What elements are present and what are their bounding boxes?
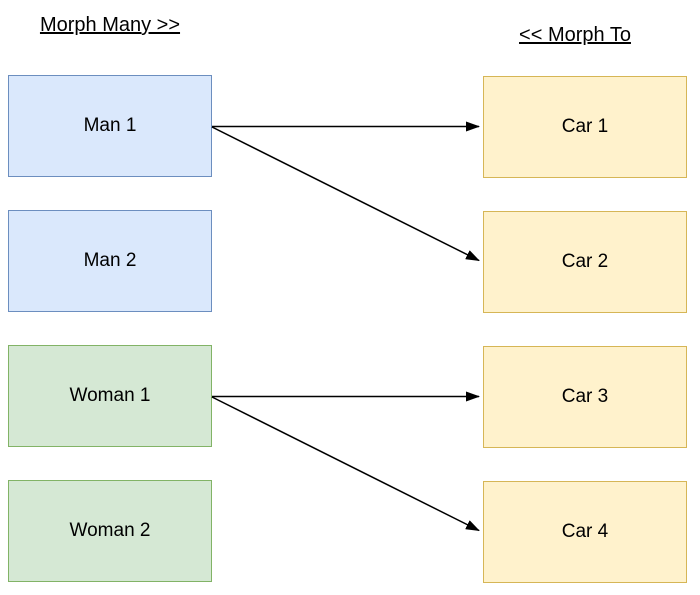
node-man-1: Man 1 <box>8 75 212 177</box>
node-woman-1: Woman 1 <box>8 345 212 447</box>
node-label: Car 1 <box>561 116 609 137</box>
node-label: Car 2 <box>561 251 609 272</box>
node-woman-2: Woman 2 <box>8 480 212 582</box>
edge-man1-car2 <box>211 126 480 262</box>
node-car-3: Car 3 <box>483 346 687 448</box>
node-man-2: Man 2 <box>8 210 212 312</box>
node-label: Car 3 <box>561 386 609 407</box>
node-label: Man 1 <box>83 115 137 136</box>
node-label: Woman 2 <box>69 520 151 541</box>
node-car-1: Car 1 <box>483 76 687 178</box>
node-car-2: Car 2 <box>483 211 687 313</box>
left-column-header: Morph Many >> <box>39 14 181 36</box>
node-label: Car 4 <box>561 521 609 542</box>
node-label: Man 2 <box>83 250 137 271</box>
node-car-4: Car 4 <box>483 481 687 583</box>
edge-woman1-car4 <box>211 396 480 532</box>
node-label: Woman 1 <box>69 385 151 406</box>
right-column-header: << Morph To <box>519 24 631 46</box>
